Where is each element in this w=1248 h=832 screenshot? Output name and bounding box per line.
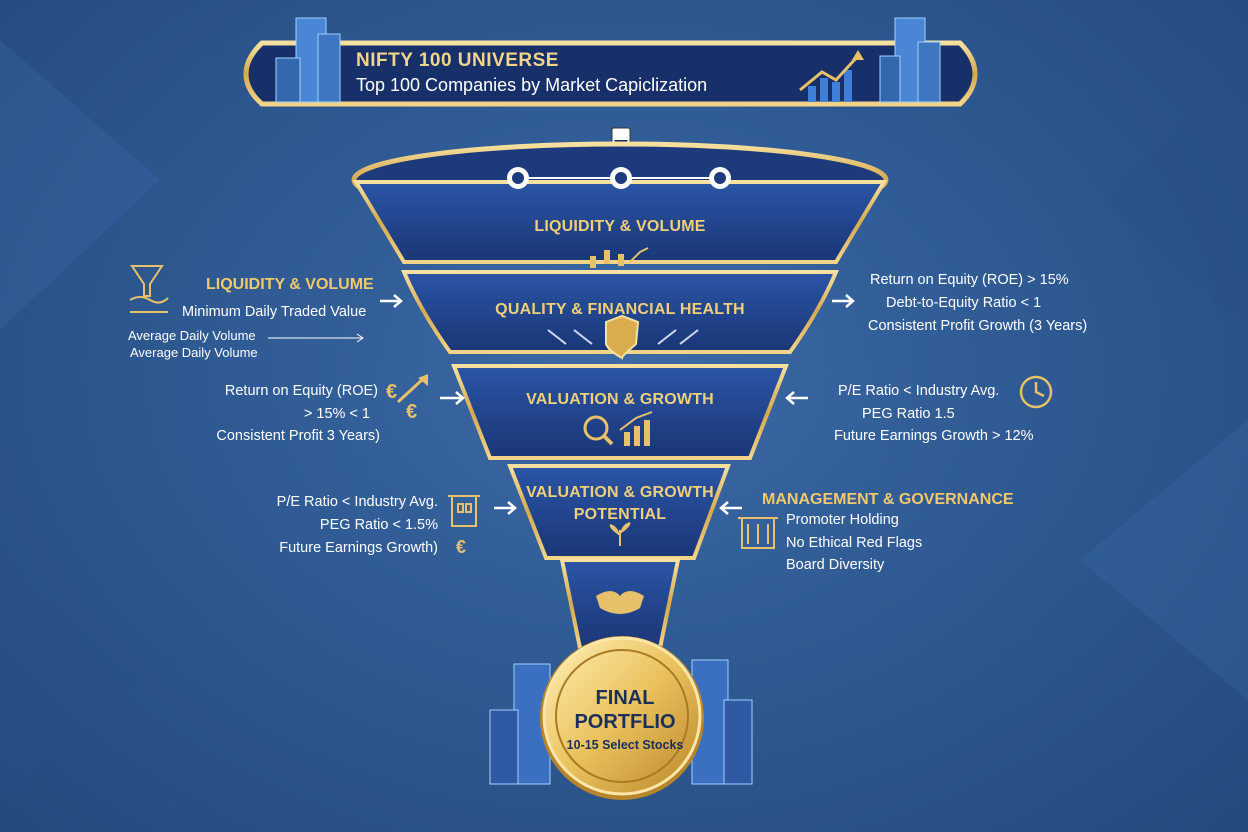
- left-liquidity-line1: Minimum Daily Traded Value: [182, 304, 367, 320]
- right-governance-line2: No Ethical Red Flags: [786, 535, 923, 551]
- handshake-icon: [596, 591, 644, 614]
- candlestick-chart-icon: [590, 247, 649, 268]
- stage-3-label: VALUATION & GROWTH: [526, 391, 714, 408]
- euro-icon: €: [456, 537, 467, 557]
- banner-subtitle: Top 100 Companies by Market Capiclizatio…: [356, 75, 708, 95]
- final-portfolio-title: FINAL PORTFLIO: [540, 686, 710, 734]
- currency-growth-icon: € €: [386, 374, 428, 423]
- top-node-connector: [507, 167, 731, 189]
- right-valuation-line2: PEG Ratio 1.5: [862, 406, 955, 422]
- stage-4-label-line1: VALUATION & GROWTH: [526, 484, 714, 501]
- left-liquidity-line2: Average Daily Volume: [128, 328, 256, 343]
- right-governance-line3: Board Diversity: [786, 557, 885, 573]
- institution-icon: [738, 517, 778, 549]
- left-pe-line1: P/E Ratio < Industry Avg.: [276, 494, 438, 510]
- left-pe-line3: Future Earnings Growth): [279, 540, 438, 556]
- svg-text:€: €: [406, 401, 417, 423]
- buildings-left-icon: [275, 17, 341, 103]
- right-quality-line3: Consistent Profit Growth (3 Years): [868, 318, 1088, 334]
- right-quality-line2: Debt-to-Equity Ratio < 1: [886, 295, 1042, 311]
- left-roe-line3: Consistent Profit 3 Years): [216, 428, 380, 444]
- right-valuation-line3: Future Earnings Growth > 12%: [834, 428, 1034, 444]
- final-title-line1: FINAL: [595, 687, 655, 709]
- right-governance-line1: Promoter Holding: [786, 512, 899, 528]
- right-valuation-line1: P/E Ratio < Industry Avg.: [838, 383, 1000, 399]
- right-governance-heading: MANAGEMENT & GOVERNANCE: [762, 491, 1014, 508]
- growth-chart-icon: [799, 50, 864, 102]
- buildings-right-icon: [879, 17, 941, 103]
- left-roe-line1: Return on Equity (ROE): [224, 383, 378, 399]
- stage-4-label-line2: POTENTIAL: [573, 506, 667, 523]
- final-title-line2: PORTFLIO: [574, 711, 676, 733]
- banner-title: NIFTY 100 UNIVERSE: [356, 50, 559, 71]
- funnel-filter-icon: [129, 265, 169, 313]
- sprout-icon: [609, 522, 631, 546]
- svg-text:€: €: [386, 381, 397, 403]
- left-liquidity-line3: Average Daily Volume: [130, 345, 258, 360]
- clock-icon: [1019, 375, 1053, 409]
- left-pe-line2: PEG Ratio < 1.5%: [319, 517, 438, 533]
- shield-icon: [547, 314, 699, 360]
- final-portfolio-subtitle: 10-15 Select Stocks: [566, 738, 684, 752]
- building-icon: [448, 495, 480, 527]
- magnifier-growth-icon: [583, 411, 653, 446]
- stage-1-label: LIQUIDITY & VOLUME: [534, 218, 706, 235]
- stage-2-label: QUALITY & FINANCIAL HEALTH: [495, 301, 745, 318]
- final-portfolio-coin: [540, 636, 704, 800]
- right-quality-line1: Return on Equity (ROE) > 15%: [870, 272, 1069, 288]
- left-liquidity-heading: LIQUIDITY & VOLUME: [206, 276, 374, 293]
- left-roe-line2: > 15% < 1: [303, 406, 370, 422]
